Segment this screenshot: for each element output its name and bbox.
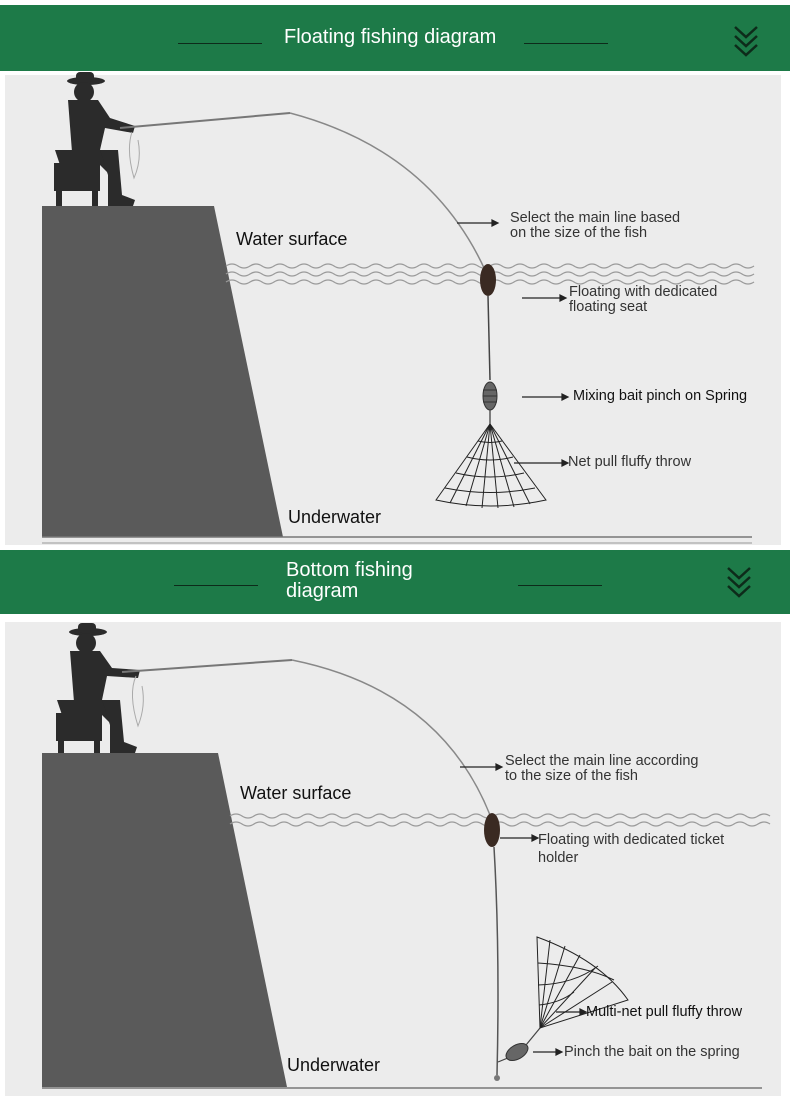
floating-pointer-arrows bbox=[457, 219, 570, 467]
header-rule-left bbox=[178, 43, 262, 44]
header-rule-right bbox=[518, 585, 602, 586]
bottom-float bbox=[484, 813, 500, 847]
bottom-header-banner: Bottom fishing diagram bbox=[0, 550, 790, 614]
bottom-bank bbox=[42, 753, 287, 1087]
bottom-underwater-label: Underwater bbox=[287, 1055, 381, 1075]
bottom-main-line-label: Select the main line according to the si… bbox=[505, 753, 699, 784]
floating-diagram-title: Floating fishing diagram bbox=[284, 26, 497, 48]
floating-net bbox=[435, 423, 547, 509]
floating-net-label: Net pull fluffy throw bbox=[568, 454, 692, 470]
floating-spring-label: Mixing bait pinch on Spring bbox=[573, 388, 748, 404]
floating-header-banner: Floating fishing diagram bbox=[0, 5, 790, 71]
bottom-net-label: Multi-net pull fluffy throw bbox=[586, 1004, 743, 1020]
bottom-spring-label: Pinch the bait on the spring bbox=[564, 1044, 740, 1060]
floating-bank bbox=[42, 206, 283, 537]
bottom-pointer-arrows bbox=[460, 763, 588, 1056]
bottom-fishing-rod bbox=[121, 659, 293, 673]
header-rule-right bbox=[524, 43, 608, 44]
floating-fishing-rod bbox=[119, 112, 291, 129]
bottom-float-label: Floating with dedicated ticket holder bbox=[538, 832, 725, 866]
bottom-water-waves bbox=[229, 813, 771, 827]
bottom-main-line bbox=[291, 659, 491, 816]
double-chevron-down-icon bbox=[734, 26, 758, 57]
floating-water-surface-label: Water surface bbox=[236, 229, 348, 249]
floating-main-line-label: Select the main line based on the size o… bbox=[510, 210, 681, 241]
bottom-water-surface-label: Water surface bbox=[240, 783, 352, 803]
fisherman-silhouette-icon bbox=[56, 623, 140, 753]
floating-float-label: Floating with dedicated floating seat bbox=[569, 284, 718, 315]
bottom-net bbox=[536, 936, 629, 1029]
bottom-spring-bait bbox=[505, 1042, 529, 1062]
floating-spring-bait bbox=[482, 381, 498, 411]
fisherman-silhouette-icon bbox=[54, 72, 135, 206]
floating-float bbox=[480, 264, 496, 296]
double-chevron-down-icon bbox=[727, 567, 751, 598]
bottom-diagram-title: Bottom fishing diagram bbox=[286, 559, 413, 602]
floating-main-line bbox=[289, 112, 486, 271]
header-rule-left bbox=[174, 585, 258, 586]
floating-underwater-label: Underwater bbox=[288, 507, 382, 527]
